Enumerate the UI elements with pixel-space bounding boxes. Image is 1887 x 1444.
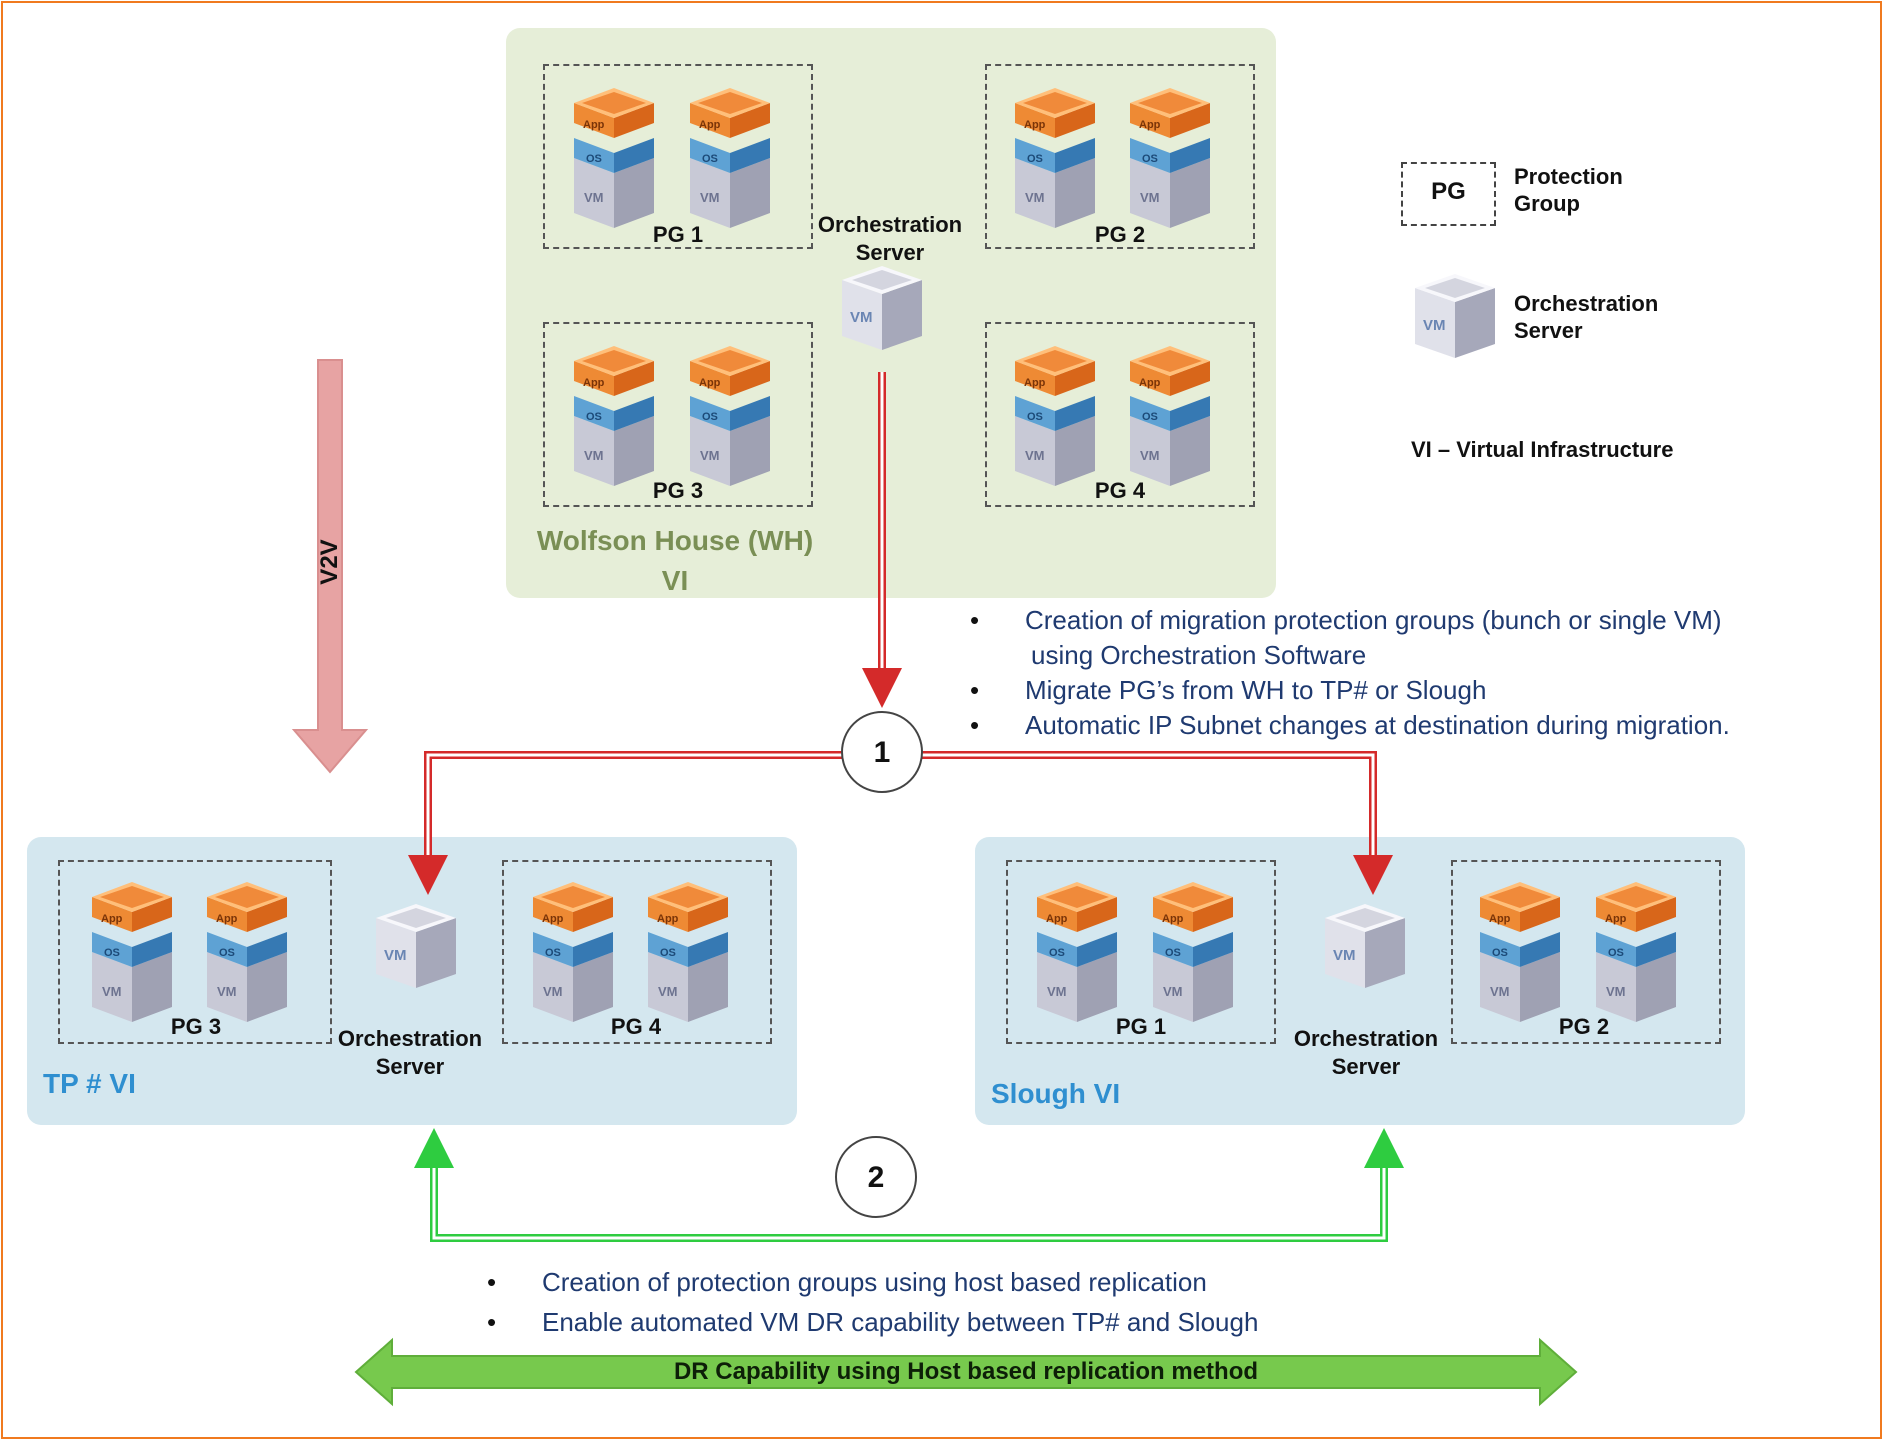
step-2-circle <box>835 1136 917 1218</box>
vm-stack-icon <box>690 346 770 486</box>
legend-pg-desc-2: Group <box>1514 191 1580 216</box>
legend-orchestration-server-icon <box>1415 274 1495 358</box>
legend-orch-desc-1: Orchestration <box>1514 291 1659 316</box>
slough-pg1-label: PG 1 <box>1115 1014 1167 1039</box>
vm-stack-icon <box>1130 346 1210 486</box>
step-1-bullet: Automatic IP Subnet changes at destinati… <box>970 708 1730 743</box>
tp-pg3-box <box>58 860 332 1044</box>
vm-stack-icon <box>1015 346 1095 486</box>
arrowhead <box>862 668 902 708</box>
vm-stack-icon <box>533 882 613 1022</box>
slough-pg1-box <box>1006 860 1276 1044</box>
arrowhead <box>1353 855 1393 895</box>
v2v-label: V2V <box>316 539 343 585</box>
legend-vi-definition: VI – Virtual Infrastructure <box>1411 437 1674 462</box>
wh-pg3-label: PG 3 <box>652 478 704 503</box>
tp-pg4-label: PG 4 <box>610 1014 662 1039</box>
step-1-bullet-continuation: using Orchestration Software <box>1031 640 1367 670</box>
step-2-bullets: Creation of protection groups using host… <box>487 1262 1258 1342</box>
dr-banner-label: DR Capability using Host based replicati… <box>673 1358 1259 1385</box>
wh-pg1-label: PG 1 <box>652 222 704 247</box>
vm-stack-icon <box>1480 882 1560 1022</box>
v2v-arrow <box>291 359 369 774</box>
tp-pg3-label: PG 3 <box>170 1014 222 1039</box>
tp-orchestration-label-1: Orchestration <box>337 1026 483 1051</box>
slough-site-label: Slough VI <box>991 1078 1121 1109</box>
legend-pg-box-text: PG <box>1431 178 1466 205</box>
wh-pg3-box <box>543 322 813 507</box>
orchestration-server-icon <box>376 904 456 988</box>
step-1-circle <box>841 711 923 793</box>
arrowhead <box>408 855 448 895</box>
orchestration-server-icon <box>1325 904 1405 988</box>
vm-stack-icon <box>1037 882 1117 1022</box>
wh-pg4-label: PG 4 <box>1094 478 1146 503</box>
wh-site-label: Wolfson House (WH) <box>536 525 814 556</box>
step-1-bullets-more: Migrate PG’s from WH to TP# or Slough Au… <box>970 673 1730 743</box>
vm-stack-icon <box>1153 882 1233 1022</box>
legend-pg-desc-1: Protection <box>1514 164 1623 189</box>
step-2-number: 2 <box>867 1161 885 1194</box>
arrowhead <box>414 1128 454 1168</box>
slough-orchestration-label-1: Orchestration <box>1293 1026 1439 1051</box>
vm-stack-icon <box>574 346 654 486</box>
wh-pg1-box <box>543 64 813 249</box>
tp-site-label: TP # VI <box>43 1068 136 1099</box>
step-2-bullet: Enable automated VM DR capability betwee… <box>487 1302 1258 1342</box>
dr-banner-arrow <box>354 1337 1578 1407</box>
arrowhead <box>1364 1128 1404 1168</box>
tp-orchestration-label-2: Server <box>375 1054 445 1079</box>
vm-stack-icon <box>1596 882 1676 1022</box>
wh-pg4-box <box>985 322 1255 507</box>
legend-orch-desc-2: Server <box>1514 318 1583 343</box>
step-1-bullet: Migrate PG’s from WH to TP# or Slough <box>970 673 1730 708</box>
wh-orchestration-label-2: Server <box>855 240 925 265</box>
step-1-bullet: Creation of migration protection groups … <box>970 603 1722 638</box>
wh-pg2-box <box>985 64 1255 249</box>
vm-stack-icon <box>207 882 287 1022</box>
vm-stack-icon <box>648 882 728 1022</box>
slough-orchestration-label-2: Server <box>1331 1054 1401 1079</box>
step-1-number: 1 <box>873 736 891 769</box>
wh-pg2-label: PG 2 <box>1094 222 1146 247</box>
step-1-bullets: Creation of migration protection groups … <box>970 603 1722 638</box>
wh-site-sublabel: VI <box>661 565 689 596</box>
step-2-bullet: Creation of protection groups using host… <box>487 1262 1258 1302</box>
vm-stack-icon <box>1130 88 1210 228</box>
vm-stack-icon <box>1015 88 1095 228</box>
slough-pg2-box <box>1451 860 1721 1044</box>
vm-stack-icon <box>574 88 654 228</box>
tp-pg4-box <box>502 860 772 1044</box>
slough-pg2-label: PG 2 <box>1558 1014 1610 1039</box>
vm-stack-icon <box>690 88 770 228</box>
wh-orchestration-label-1: Orchestration <box>817 212 963 237</box>
vm-stack-icon <box>92 882 172 1022</box>
legend-pg-box <box>1401 162 1496 226</box>
orchestration-server-icon <box>842 266 922 350</box>
dr-arrow <box>430 1162 1388 1242</box>
